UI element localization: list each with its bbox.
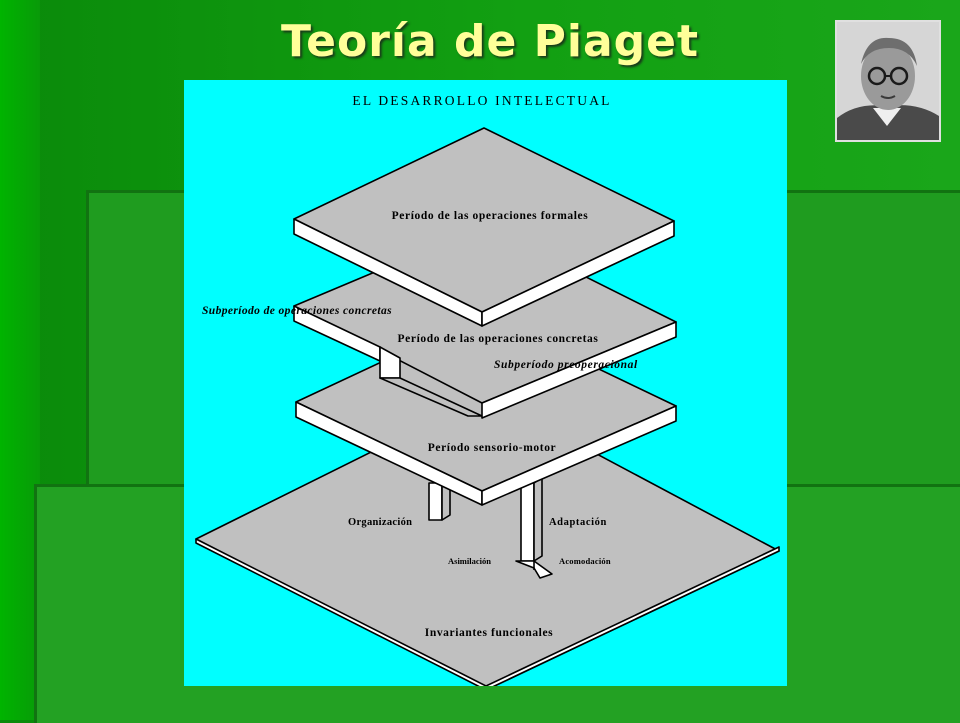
pillar-adaptation-front [520,482,535,562]
slide-title: Teoría de Piaget [280,16,700,67]
concrete-slab-side-right [481,321,677,419]
formal-slab-side-right [481,220,675,327]
label-organization: Organización [348,517,412,528]
background-left-strip [0,0,40,720]
portrait-photo [835,20,941,142]
label-functional-invariants: Invariantes funcionales [425,627,554,639]
label-formal-operations: Período de las operaciones formales [392,210,589,222]
sensorimotor-slab-side-right [481,405,677,506]
label-sensorimotor: Período sensorio-motor [428,442,557,454]
pillar-adaptation-side [533,477,543,562]
pillar-organization-front [428,482,443,521]
label-accommodation: Acomodación [559,556,611,566]
label-adaptation: Adaptación [549,517,607,528]
label-concrete-operations: Período de las operaciones concretas [398,333,599,345]
label-preoperational-subperiod: Subperíodo preoperacional [494,359,638,371]
base-slab-side-right [485,546,780,686]
diagram-heading: EL DESARROLLO INTELECTUAL [352,93,611,108]
base-slab-side-left [195,538,487,686]
label-assimilation: Asimilación [448,556,491,566]
pillar-adaptation-foot [515,560,553,579]
diagram-canvas: EL DESARROLLO INTELECTUAL Período de las… [195,93,780,686]
portrait-photo-icon [837,22,939,140]
label-concrete-subperiod: Subperíodo de operaciones concretas [202,305,392,317]
intellectual-development-diagram: EL DESARROLLO INTELECTUAL Período de las… [184,80,787,686]
